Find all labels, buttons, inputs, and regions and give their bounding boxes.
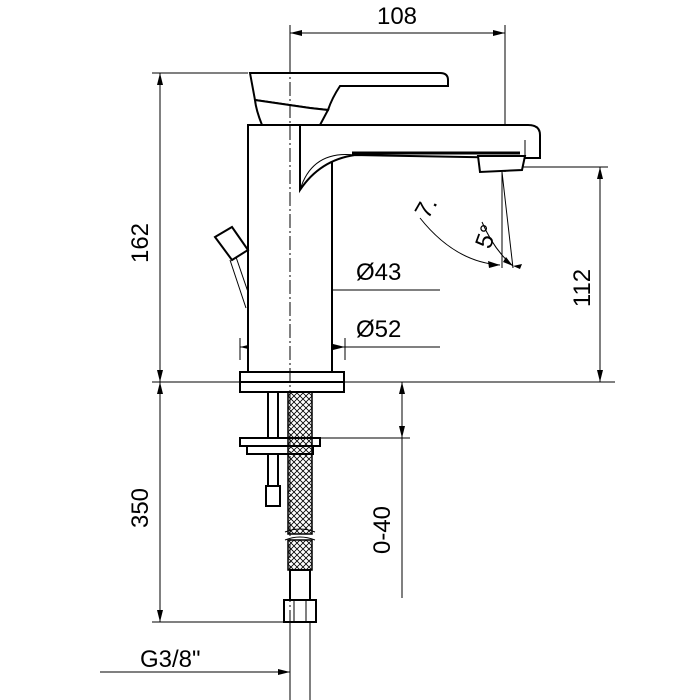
dim-angle-outer: 7. (410, 192, 443, 223)
dim-thread: G3/8" (140, 646, 201, 673)
dim-total-height: 162 (127, 223, 154, 263)
extension-lines (152, 25, 615, 623)
dim-angle-inner: 5° (470, 221, 503, 252)
dim-spout-height: 112 (569, 269, 596, 307)
mounting-assembly (239, 391, 321, 700)
dimension-lines (100, 30, 603, 675)
dim-tail-length: 350 (127, 488, 154, 528)
dim-base-diameter: Ø52 (356, 316, 401, 343)
dim-body-diameter: Ø43 (356, 259, 401, 286)
dimension-labels: 108 162 112 Ø43 Ø52 7. 5° 350 0-40 G3/8" (127, 3, 596, 673)
dim-spout-reach: 108 (377, 3, 417, 30)
dim-worktop-range: 0-40 (369, 506, 396, 554)
